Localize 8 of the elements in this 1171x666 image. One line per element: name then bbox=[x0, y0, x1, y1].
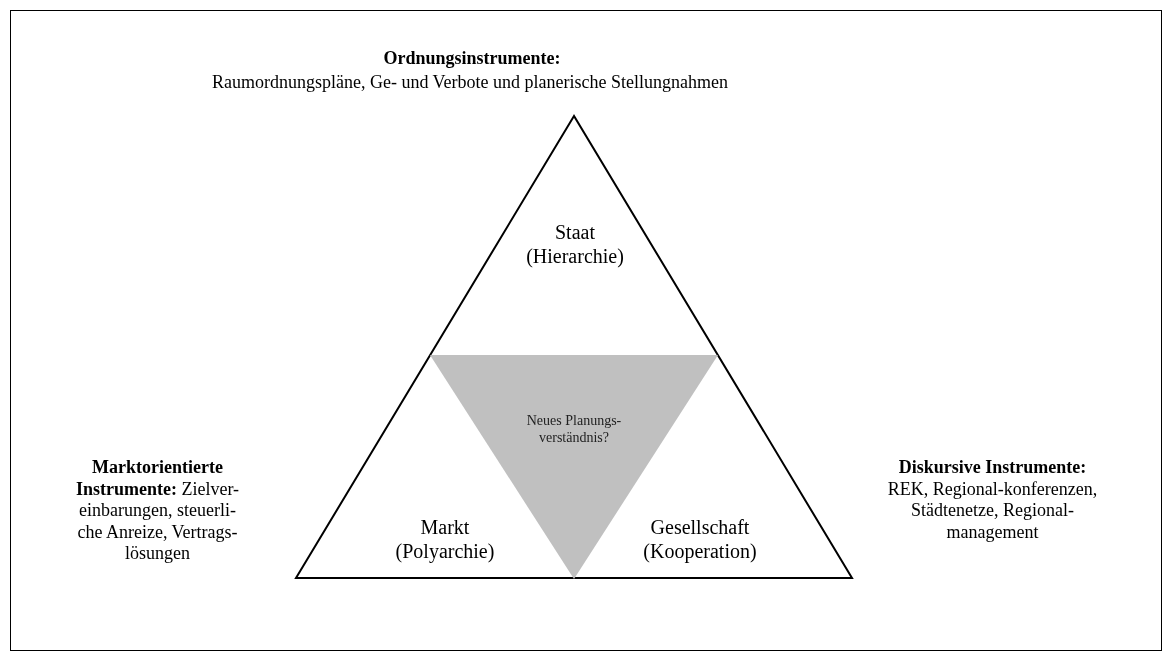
heading: Ordnungsinstrumente: bbox=[382, 48, 562, 70]
instrument-note: Marktorientierte Instrumente: Zielver-einbarungen, steuerli-che Anreize, Vertrags-lösungen bbox=[74, 457, 241, 565]
instrument-note: Diskursive Instrumente: REK, Regional-konferenzen, Städtenetze, Regional-management bbox=[886, 457, 1099, 544]
vertex-label: Staat (Hierarchie) bbox=[525, 220, 625, 268]
vertex-label: Markt (Polyarchie) bbox=[394, 515, 496, 563]
vertex-label: Gesellschaft (Kooperation) bbox=[642, 515, 758, 563]
instrument-list: Raumordnungspläne, Ge- und Verbote und planerische Stellungnahmen bbox=[100, 72, 840, 94]
center-label: Neues Planungs-verständnis? bbox=[525, 413, 623, 447]
